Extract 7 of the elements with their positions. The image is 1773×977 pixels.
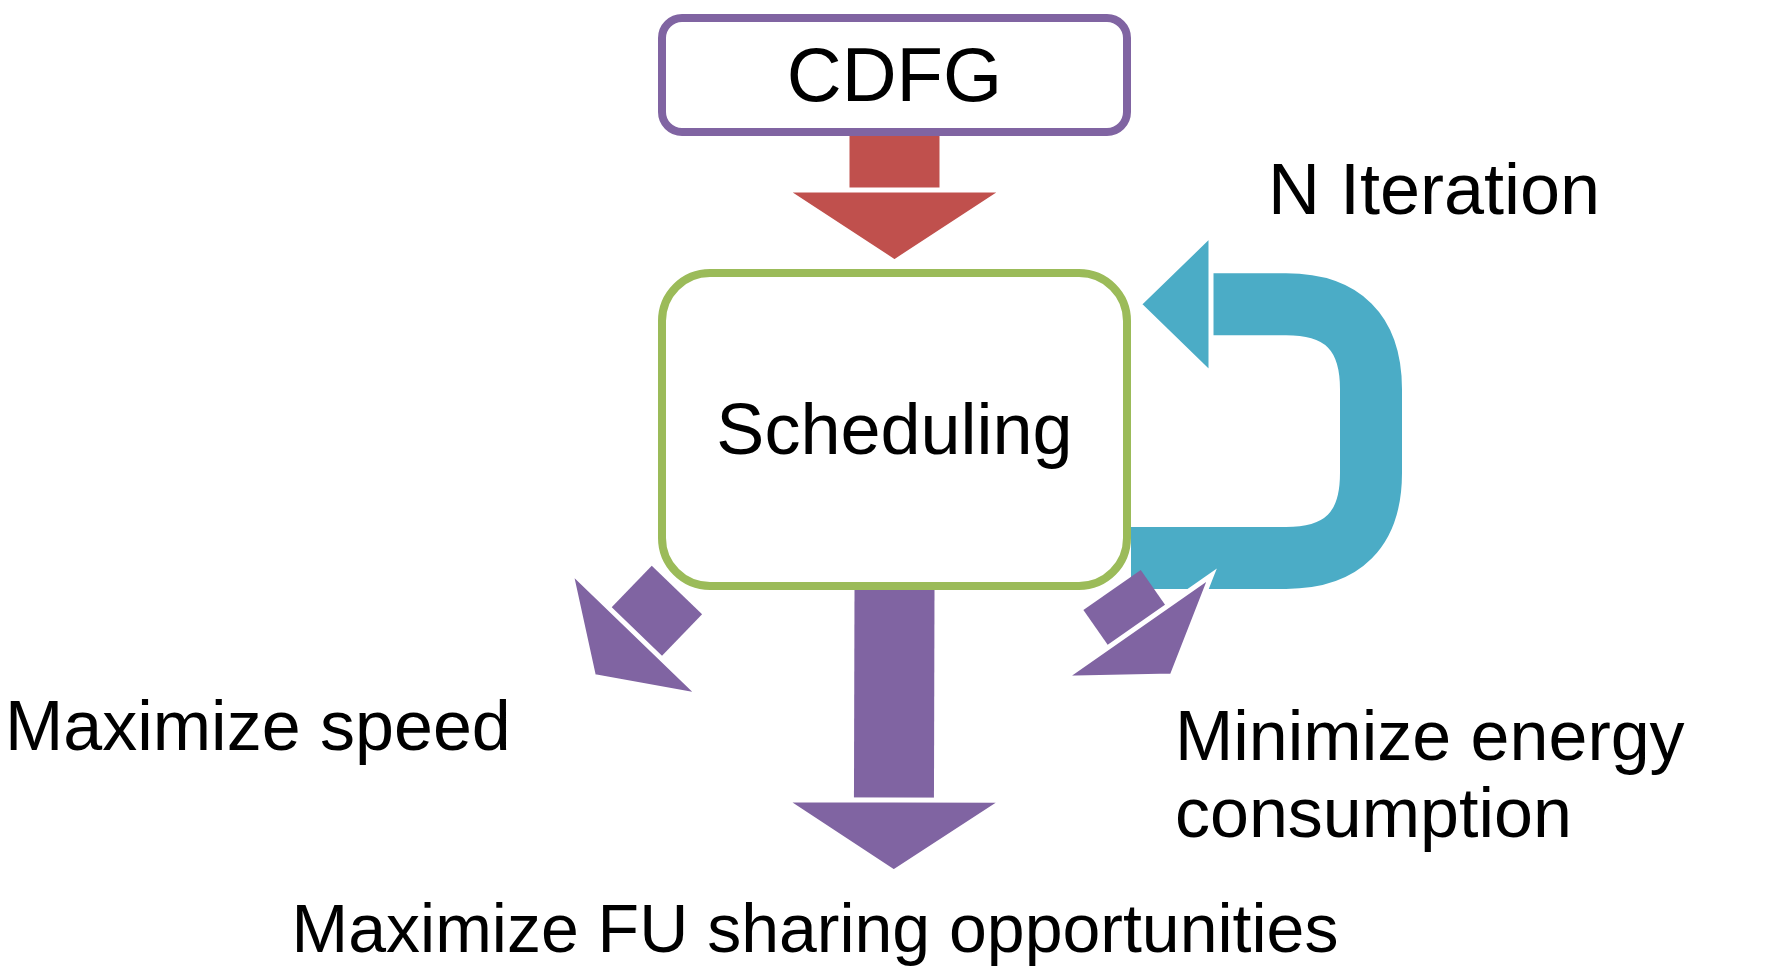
process-box xyxy=(658,269,1131,590)
box-label: Scheduling xyxy=(716,389,1073,470)
outcome-text: Minimize energy consumption xyxy=(1175,698,1686,852)
outcome-text: Maximize speed xyxy=(5,687,511,765)
outcome-text: Maximize FU sharing opportunities xyxy=(291,890,1339,966)
process-box xyxy=(658,14,1131,136)
box-label: CDFG xyxy=(786,33,1003,117)
